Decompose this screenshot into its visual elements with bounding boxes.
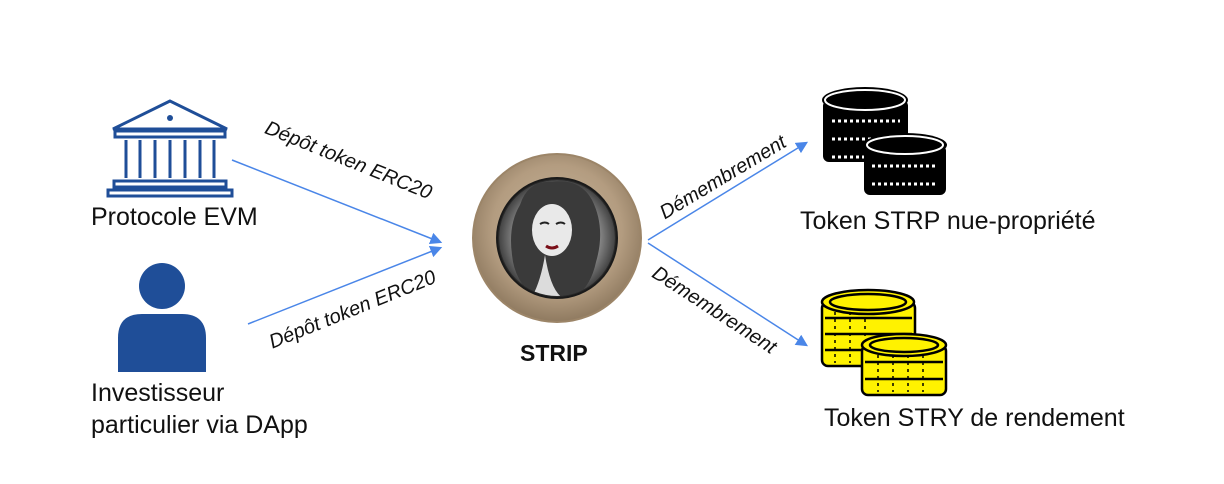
protocol-evm-label: Protocole EVM	[91, 203, 258, 231]
arrow-investor-to-strip	[247, 245, 443, 325]
person-icon	[118, 263, 206, 372]
investor-label-line2: particulier via DApp	[91, 411, 308, 439]
yellow-coin-stack-icon	[820, 288, 948, 397]
strp-token-label: Token STRP nue-propriété	[800, 207, 1096, 235]
arrow-protocol-to-strip	[231, 159, 443, 245]
arrow-strip-to-strp	[647, 141, 809, 241]
vintage-portrait-coin-icon	[472, 153, 642, 323]
investor-label-line1: Investisseur	[91, 379, 225, 407]
arrow-strip-to-stry	[647, 242, 809, 347]
black-coin-stack-icon	[822, 87, 947, 195]
bank-building-icon	[106, 99, 234, 198]
stry-token-label: Token STRY de rendement	[824, 404, 1125, 432]
strip-label: STRIP	[520, 340, 588, 366]
